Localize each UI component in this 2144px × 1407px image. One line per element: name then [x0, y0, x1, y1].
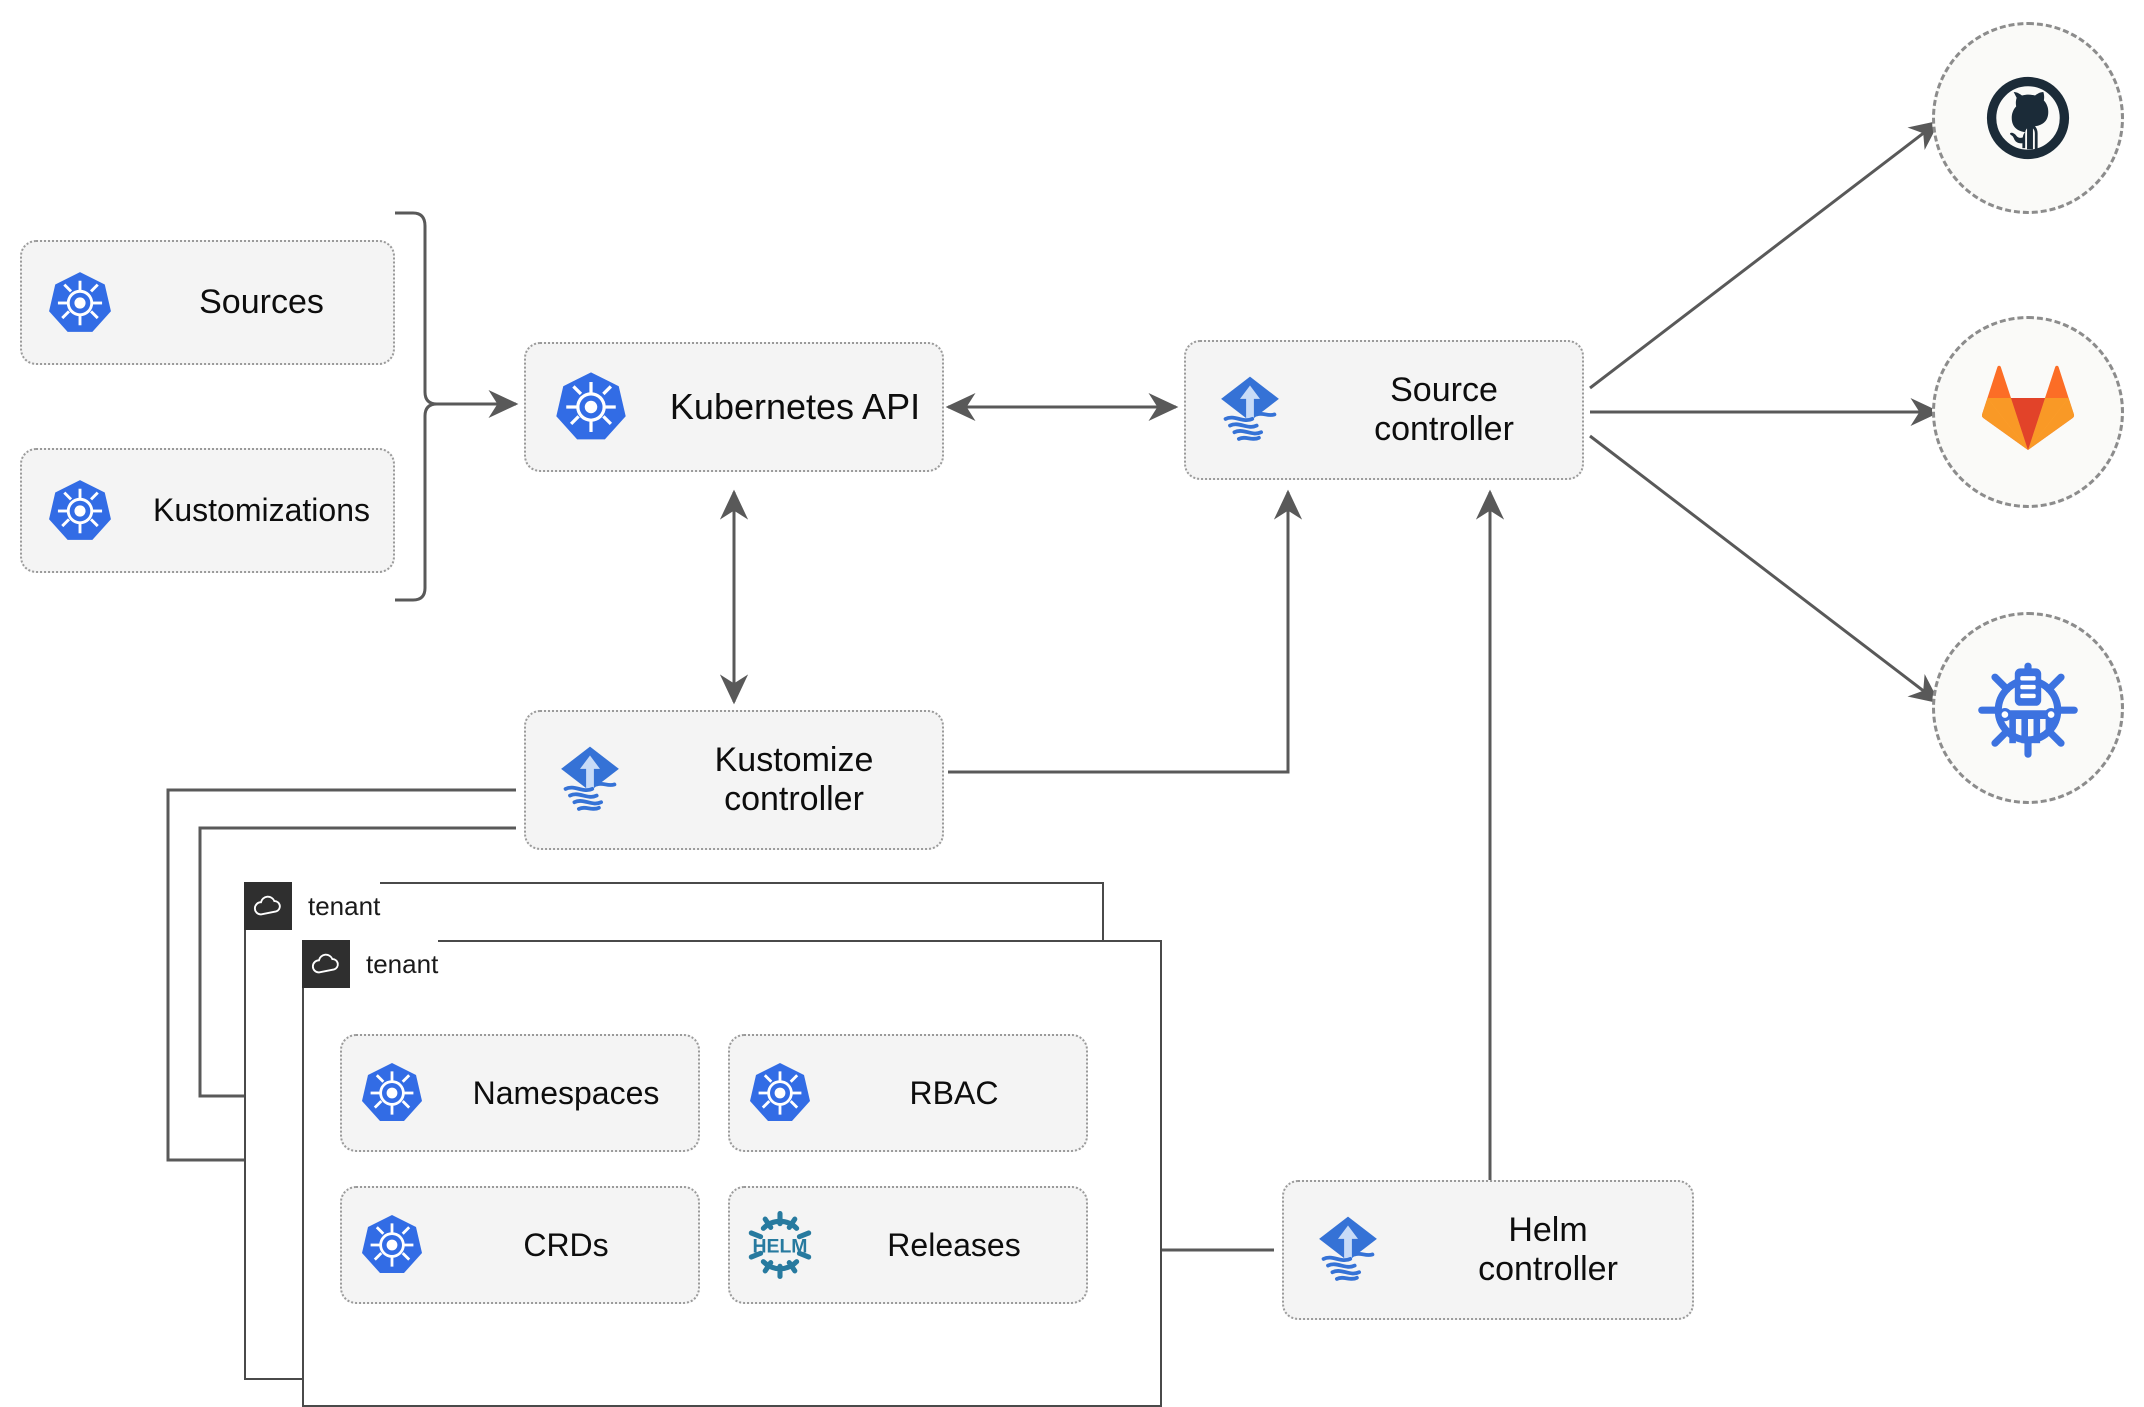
flux-icon — [1284, 1210, 1412, 1290]
provider-github[interactable] — [1932, 22, 2124, 214]
node-label: Helm controller — [1478, 1211, 1618, 1288]
kubernetes-icon — [342, 1061, 442, 1125]
wire-kustomize-to-source-controller — [948, 489, 1303, 774]
helm-icon: HELM — [730, 1208, 830, 1282]
tenant-outer-header: tenant — [244, 882, 381, 930]
cloud-icon — [244, 882, 292, 930]
kubernetes-icon — [22, 478, 138, 544]
node-label: Namespaces — [472, 1074, 660, 1111]
node-crds[interactable]: CRDs — [340, 1186, 700, 1304]
kubernetes-icon — [22, 270, 138, 336]
flux-icon — [526, 740, 654, 820]
tenant-inner[interactable] — [302, 940, 1162, 1407]
node-releases[interactable]: HELM Releases — [728, 1186, 1088, 1304]
node-kustomize-controller[interactable]: Kustomize controller — [524, 710, 944, 850]
kubernetes-icon — [342, 1213, 442, 1277]
node-sources[interactable]: Sources — [20, 240, 395, 365]
node-label: CRDs — [523, 1226, 609, 1263]
tenant-label: tenant — [350, 940, 439, 988]
tenant-inner-header: tenant — [302, 940, 439, 988]
node-label: Sources — [199, 283, 324, 322]
node-label: RBAC — [909, 1074, 999, 1111]
svg-text:HELM: HELM — [753, 1235, 808, 1257]
node-kustomizations[interactable]: Kustomizations — [20, 448, 395, 573]
wire-source-to-github — [1589, 120, 1940, 390]
node-source-controller[interactable]: Source controller — [1184, 340, 1584, 480]
node-label: Source controller — [1374, 371, 1514, 448]
cloud-icon — [302, 940, 350, 988]
kubernetes-icon — [730, 1061, 830, 1125]
node-namespaces[interactable]: Namespaces — [340, 1034, 700, 1152]
gitlab-icon — [1982, 365, 2074, 450]
helm-repository-icon — [1978, 662, 2078, 758]
github-icon — [1986, 76, 2070, 160]
wire-resources-bracket — [395, 211, 438, 602]
flux-icon — [1186, 370, 1314, 450]
kubernetes-icon — [526, 370, 656, 444]
node-label: Kustomize controller — [714, 741, 874, 818]
node-label: Kustomizations — [153, 492, 370, 529]
node-label: Releases — [887, 1226, 1021, 1263]
node-helm-controller[interactable]: Helm controller — [1282, 1180, 1694, 1320]
provider-gitlab[interactable] — [1932, 316, 2124, 508]
node-kubernetes-api[interactable]: Kubernetes API — [524, 342, 944, 472]
node-rbac[interactable]: RBAC — [728, 1034, 1088, 1152]
wire-source-to-helm-charts — [1589, 434, 1940, 704]
provider-helm-charts[interactable] — [1932, 612, 2124, 804]
node-label: Kubernetes API — [669, 386, 921, 428]
tenant-label: tenant — [292, 882, 381, 930]
